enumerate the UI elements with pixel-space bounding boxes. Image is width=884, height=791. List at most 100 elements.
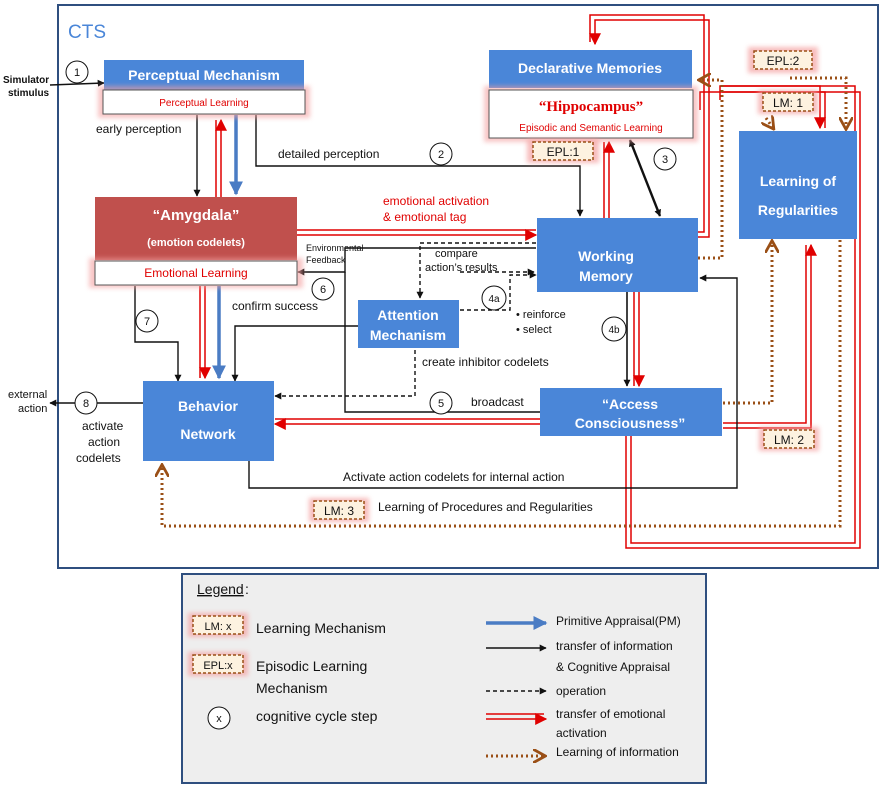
svg-text:4b: 4b <box>608 325 620 336</box>
label-emotional-activation: emotional activation <box>383 194 489 208</box>
arrow-attention-behavior <box>231 325 358 382</box>
label-broadcast: broadcast <box>471 395 524 409</box>
legend-learning-info: Learning of information <box>556 745 679 759</box>
label-activate-3: codelets <box>76 451 121 465</box>
badge-epl2-text: EPL:2 <box>767 54 800 68</box>
legend-step-symbol: x <box>216 713 222 725</box>
label-compare-1: compare <box>435 248 478 260</box>
dashed-inhibitor <box>274 350 416 400</box>
legend-title: Legend <box>197 581 244 597</box>
legend-lm-text: Learning Mechanism <box>256 620 386 636</box>
label-stimulus: stimulus <box>8 88 50 99</box>
badge-lm1: LM: 1 <box>758 90 818 114</box>
regularities-line2: Regularities <box>758 202 838 218</box>
amygdala: “Amygdala” (emotion codelets) Emotional … <box>89 197 303 288</box>
legend-operation: operation <box>556 684 606 698</box>
label-learning-procedures: Learning of Procedures and Regularities <box>378 500 593 514</box>
badge-epl1-text: EPL:1 <box>547 145 580 159</box>
label-select: • select <box>516 324 552 336</box>
svg-text:8: 8 <box>83 398 89 410</box>
red-loop-access-d <box>722 91 826 128</box>
legend-transfer-1: transfer of information <box>556 639 673 653</box>
perceptual-mechanism: Perceptual Mechanism Perceptual Learning <box>98 60 310 118</box>
access-consciousness: “Access Consciousness” <box>540 388 722 436</box>
step-4a: 4a <box>481 285 507 311</box>
label-env-feedback-1: Environmental <box>306 243 364 253</box>
legend-epl-text-1: Episodic Learning <box>256 658 367 674</box>
arrow-wm-declarative <box>628 139 662 217</box>
legend-emotional-2: activation <box>556 726 607 740</box>
label-simulator: Simulator <box>3 75 49 86</box>
perceptual-sub: Perceptual Learning <box>159 98 249 109</box>
legend-epl-text-2: Mechanism <box>256 680 328 696</box>
arrow-detailed-perception <box>255 115 584 217</box>
legend-step-circle <box>207 706 231 730</box>
step-4b: 4b <box>601 316 627 342</box>
svg-text:7: 7 <box>144 316 150 328</box>
label-action: action <box>18 403 47 415</box>
badge-epl1: EPL:1 <box>527 139 599 163</box>
amygdala-line1: “Amygdala” <box>153 207 240 224</box>
amygdala-line2: (emotion codelets) <box>147 237 245 249</box>
brown-epl2 <box>790 76 846 128</box>
step-5: 5 <box>429 391 453 415</box>
working-memory: Working Memory <box>537 218 698 292</box>
legend-lm-badge: LM: x <box>205 621 232 633</box>
badge-lm2: LM: 2 <box>759 427 819 451</box>
badge-lm3-text: LM: 3 <box>324 504 354 518</box>
label-early-perception: early perception <box>96 122 181 136</box>
brown-access-reg <box>723 242 772 405</box>
arrow-amygdala-behavior <box>134 286 182 382</box>
label-internal-action: Activate action codelets for internal ac… <box>343 470 564 484</box>
access-line2: Consciousness” <box>575 415 685 431</box>
declarative-memories: Declarative Memories “Hippocampus” Episo… <box>484 50 698 142</box>
svg-text:1: 1 <box>74 67 80 79</box>
badge-lm2-text: LM: 2 <box>774 433 804 447</box>
label-env-feedback-2: Feedback <box>306 255 346 265</box>
red-line-access-reg-a <box>723 245 807 424</box>
step-8: 8 <box>74 391 98 415</box>
legend-colon: : <box>245 581 249 597</box>
red-loop-wm-decl-a <box>589 14 705 233</box>
red-loop-access-a <box>625 91 861 549</box>
label-create-inhibitor: create inhibitor codelets <box>422 355 549 369</box>
access-line1: “Access <box>602 396 658 412</box>
label-compare-2: action’s results <box>425 262 498 274</box>
perceptual-title: Perceptual Mechanism <box>128 67 280 83</box>
step-2: 2 <box>429 142 453 166</box>
dashed-compare <box>416 242 536 299</box>
legend-emotional-1: transfer of emotional <box>556 707 665 721</box>
brown-lm3 <box>162 240 842 528</box>
svg-text:2: 2 <box>438 149 444 161</box>
svg-text:3: 3 <box>662 154 668 166</box>
brown-wm-declarative <box>698 80 724 260</box>
label-activate-2: action <box>88 435 120 449</box>
dashed-reinforce <box>460 271 537 311</box>
behavior-line2: Network <box>180 426 235 442</box>
step-3: 3 <box>653 147 677 171</box>
legend-epl-badge: EPL:x <box>203 660 233 672</box>
label-emotional-tag: & emotional tag <box>383 210 466 224</box>
declarative-title: Declarative Memories <box>518 60 662 76</box>
wm-line1: Working <box>578 248 634 264</box>
badge-lm3: LM: 3 <box>309 498 369 522</box>
svg-text:4a: 4a <box>488 294 500 305</box>
cts-title: CTS <box>68 22 106 43</box>
attention-mechanism: Attention Mechanism <box>358 300 459 348</box>
label-activate-1: activate <box>82 419 124 433</box>
legend-transfer-2: & Cognitive Appraisal <box>556 660 670 674</box>
brown-lm1 <box>766 118 773 128</box>
attention-line1: Attention <box>377 307 438 323</box>
hippocampus-title: “Hippocampus” <box>539 99 643 115</box>
svg-text:5: 5 <box>438 398 444 410</box>
arrow-internal-action <box>248 274 738 489</box>
svg-text:6: 6 <box>320 284 326 296</box>
regularities-line1: Learning of <box>760 173 837 189</box>
badge-epl2: EPL:2 <box>748 47 818 73</box>
label-external: external <box>8 389 47 401</box>
attention-line2: Mechanism <box>370 327 446 343</box>
arrow-stimulus <box>49 79 105 87</box>
arrow-confirm-success <box>344 272 540 413</box>
amygdala-sub: Emotional Learning <box>144 266 247 280</box>
step-7: 7 <box>135 309 159 333</box>
